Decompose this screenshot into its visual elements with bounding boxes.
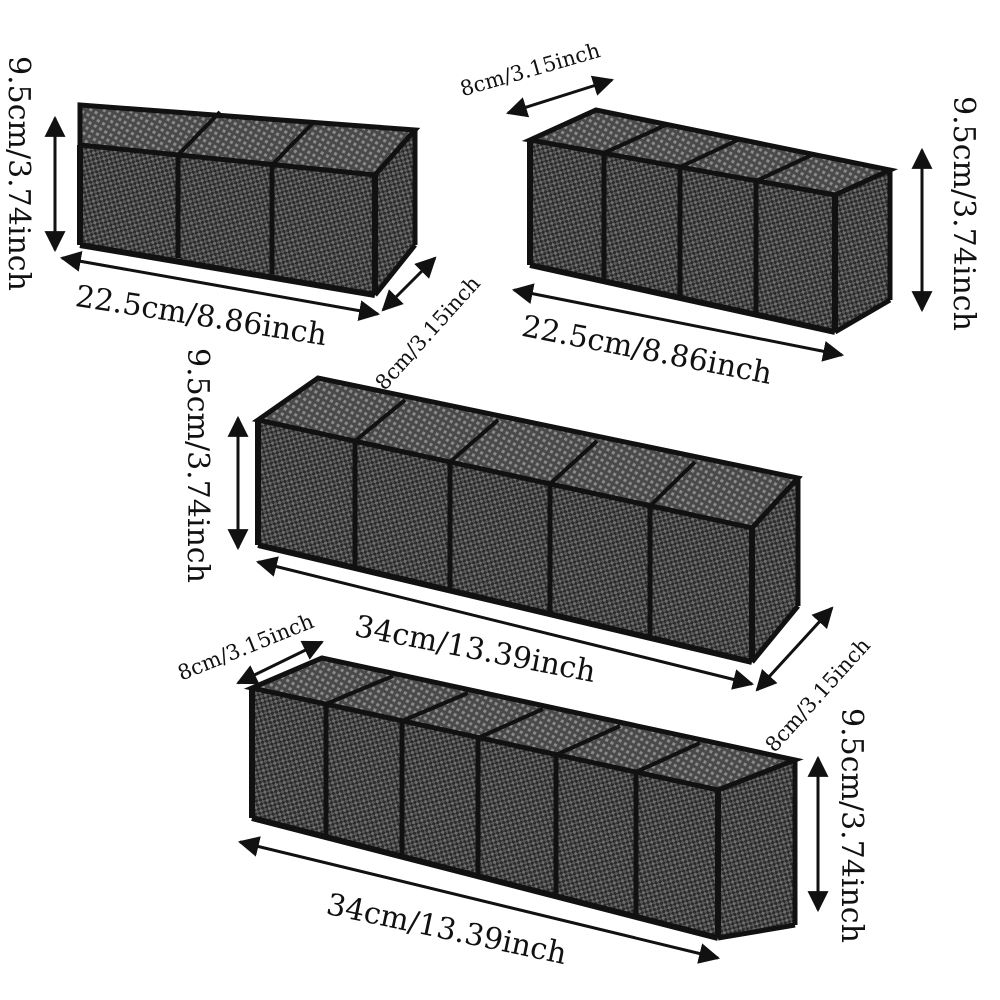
dimension-arrows-2 — [505, 75, 933, 362]
dimension-arrows-4 — [236, 640, 829, 964]
dimension-arrows-1 — [44, 115, 437, 322]
organizer-4-compartments — [521, 107, 899, 335]
organizer-5-compartments — [251, 375, 803, 665]
height-label-2: 9.5cm/3.74inch — [946, 96, 981, 331]
dimension-arrows-3 — [227, 415, 834, 692]
height-label-4: 9.5cm/3.74inch — [834, 708, 869, 943]
height-label-3: 9.5cm/3.74inch — [180, 348, 215, 583]
height-label-1: 9.5cm/3.74inch — [1, 56, 36, 291]
organizer-3-compartments — [77, 102, 421, 298]
